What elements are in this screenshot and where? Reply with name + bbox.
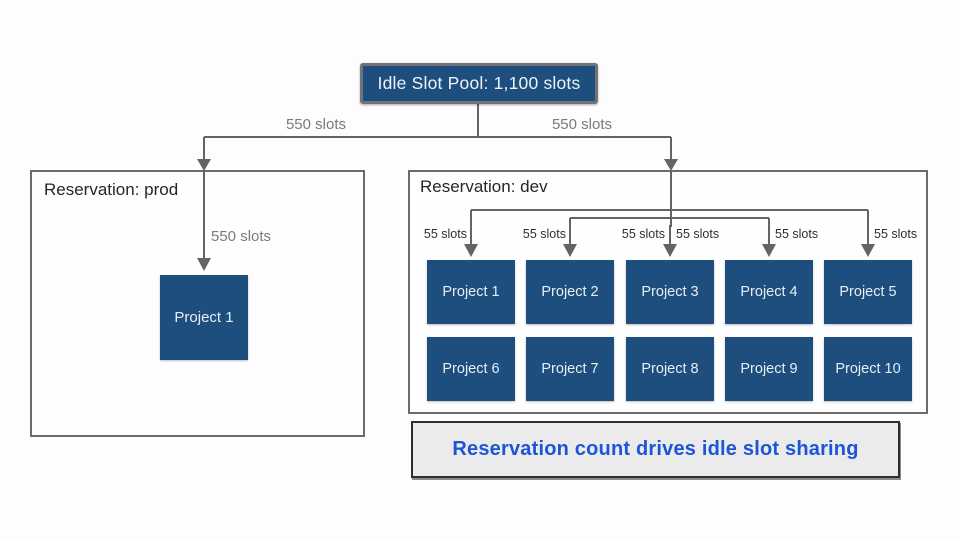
dev-arrow-label-3: 55 slots [621,227,665,241]
dev-project-label: Project 1 [442,284,500,300]
dev-project-box: Project 2 [526,260,614,324]
prod-project-label: Project 1 [174,309,234,326]
dev-project-label: Project 3 [641,284,699,300]
dev-project-label: Project 5 [839,284,897,300]
dev-arrow-label-6: 55 slots [874,227,918,241]
dev-project-label: Project 8 [641,361,699,377]
prod-arrow-label: 550 slots [211,228,272,245]
dev-project-label: Project 6 [442,361,500,377]
dev-project-box: Project 5 [824,260,912,324]
dev-project-box: Project 6 [427,337,515,401]
dev-arrow-label-5: 55 slots [775,227,819,241]
dev-project-box: Project 1 [427,260,515,324]
dev-project-box: Project 9 [725,337,813,401]
dev-project-box: Project 10 [824,337,912,401]
branch-right-label: 550 slots [551,116,613,133]
prod-project-box: Project 1 [160,275,248,360]
dev-arrow-label-2: 55 slots [522,227,566,241]
dev-project-label: Project 10 [835,361,901,377]
reservation-dev-title: Reservation: dev [420,177,548,196]
dev-project-box: Project 3 [626,260,714,324]
caption-box: Reservation count drives idle slot shari… [411,421,900,478]
idle-slot-pool-box: Idle Slot Pool: 1,100 slots [360,63,598,104]
dev-project-box: Project 7 [526,337,614,401]
idle-slot-pool-label: Idle Slot Pool: 1,100 slots [377,73,581,93]
dev-arrow-label-1: 55 slots [423,227,467,241]
dev-project-label: Project 4 [740,284,798,300]
caption-text: Reservation count drives idle slot shari… [452,438,859,460]
dev-project-label: Project 9 [740,361,798,377]
dev-project-box: Project 4 [725,260,813,324]
branch-left-label: 550 slots [285,116,347,133]
dev-project-label: Project 7 [541,361,599,377]
dev-project-label: Project 2 [541,284,599,300]
dev-arrow-label-4: 55 slots [676,227,720,241]
dev-project-box: Project 8 [626,337,714,401]
reservation-prod-title: Reservation: prod [44,180,179,199]
